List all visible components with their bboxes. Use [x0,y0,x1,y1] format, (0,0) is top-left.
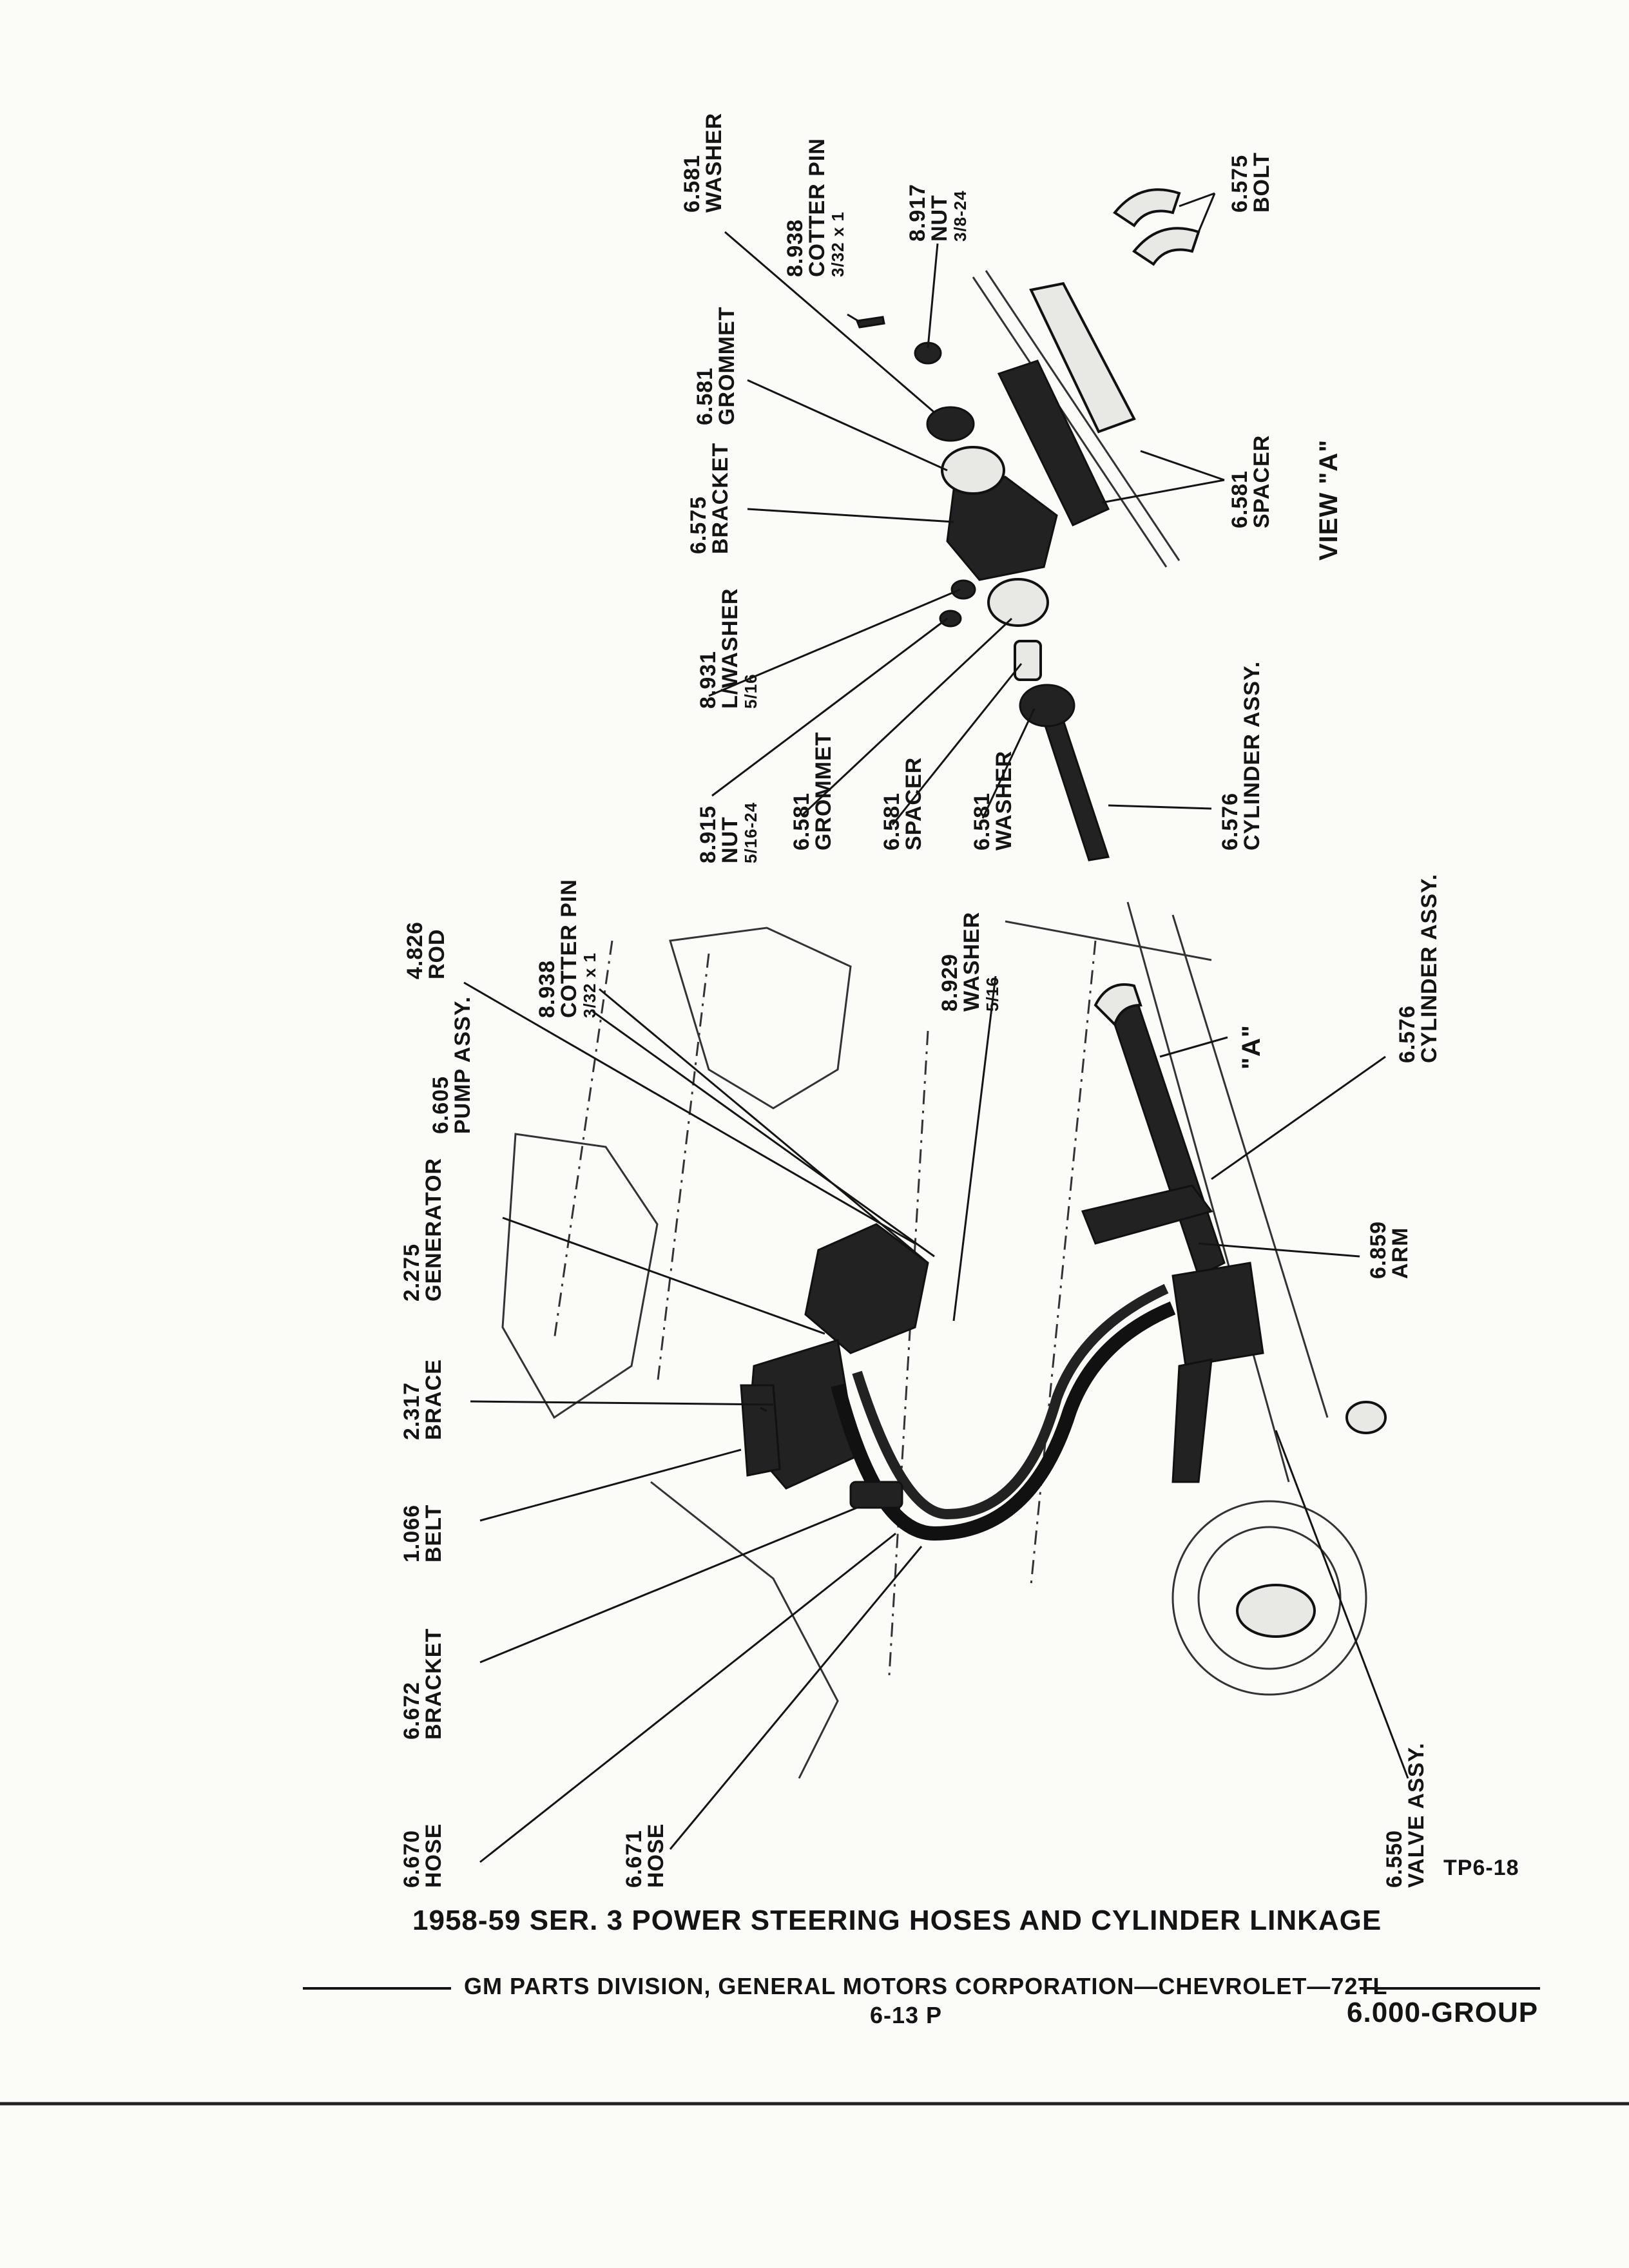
label-brace-name: BRACE [421,1359,446,1440]
view-a-callout: "A" [1237,1024,1266,1070]
lwasher-part [950,579,976,600]
label-nut516-num: 8.915 [696,805,720,863]
spacer-sleeve-part [1029,282,1136,434]
label-cyl-main-num: 6.576 [1395,1005,1420,1063]
label-washer-top-num: 6.581 [680,155,704,213]
label-bracket-view-name: BRACKET [708,443,733,554]
label-grommet-top-name: GROMMET [715,306,739,425]
washer-lower-part [1019,684,1075,727]
label-grommet-low-name: GROMMET [811,731,836,850]
label-spacer-low-name: SPACER [901,757,926,850]
hose-return-path [852,1283,1169,1520]
label-valve-name: VALVE ASSY. [1404,1742,1429,1888]
arm-part [1081,1184,1213,1245]
label-washer-low-name: WASHER [992,751,1016,850]
label-bolt-num: 6.575 [1228,155,1252,213]
grommet-upper-part [941,446,1005,495]
label-lwasher-size: 5/16 [741,673,760,709]
label-spacer-view-num: 6.581 [1228,470,1252,528]
label-arm-num: 6.859 [1366,1221,1391,1279]
spacer-tube-part [997,360,1110,526]
label-cotter-top-size: 3/32 x 1 [828,211,847,277]
label-nut516-size: 5/16-24 [741,802,760,863]
label-hose671-num: 6.671 [622,1830,646,1888]
washer-upper-part [926,406,975,442]
brace-part [740,1384,781,1477]
label-cyl-view-name: CYLINDER ASSY. [1240,661,1264,850]
label-belt-num: 1.066 [400,1504,424,1562]
label-rod-name: ROD [425,928,449,979]
label-cotter-top-name: COTTER PIN [805,138,829,277]
label-nut-top-name: NUT [927,195,952,242]
label-cotter-top-num: 8.938 [783,219,807,277]
cylinder-rod-part [1042,719,1110,861]
footer-group: 6.000-GROUP [1347,1997,1538,2028]
u-bolt-part [1113,188,1181,227]
label-bracket-view-num: 6.575 [686,496,711,554]
label-spacer-low-num: 6.581 [880,793,904,850]
label-spacer-view-name: SPACER [1249,435,1274,528]
label-washer-main-size: 5/16 [983,976,1002,1012]
engine-assembly [463,901,1409,1863]
label-washer-top-name: WASHER [702,113,726,213]
fitting-part [1345,1401,1387,1434]
label-grommet-top-num: 6.581 [693,367,717,425]
pump-body [804,1223,929,1354]
label-nut516-name: NUT [718,816,742,863]
label-washer-low-num: 6.581 [970,793,994,850]
label-rod-num: 4.826 [403,921,427,979]
label-nut-top-size: 3/8-24 [950,190,970,242]
label-arm-name: ARM [1388,1227,1412,1279]
label-belt-name: BELT [421,1504,446,1562]
valve-body [1171,1262,1264,1367]
label-cotter-main-size: 3/32 x 1 [580,952,599,1018]
label-pump-name: PUMP ASSY. [450,996,475,1134]
view-a-title: VIEW "A" [1315,439,1343,561]
label-nut-top-num: 8.917 [905,184,930,242]
label-cyl-view-num: 6.576 [1218,793,1242,850]
cotter-pin-upper-part [855,316,885,329]
view-a-marker-part [1094,983,1142,1027]
view-a-assembly [708,188,1225,861]
label-cotter-main-num: 8.938 [535,960,559,1018]
label-hose671-name: HOSE [644,1823,668,1888]
label-brace-num: 2.317 [400,1382,424,1440]
label-generator-name: GENERATOR [421,1158,446,1302]
hose-bracket-part [849,1481,903,1509]
label-lwasher-num: 8.931 [696,651,720,709]
label-washer-main-name: WASHER [959,912,984,1012]
label-hose670-num: 6.670 [400,1830,424,1888]
wheel-hub [1171,1500,1367,1696]
label-valve-num: 6.550 [1382,1830,1407,1888]
label-lwasher-name: L/WASHER [718,588,742,709]
label-bolt-name: BOLT [1249,152,1274,213]
footer-page: 6-13 P [870,2002,942,2028]
grommet-lower-part [987,578,1049,627]
label-bracket-main-num: 6.672 [400,1682,424,1740]
bracket-part [946,476,1058,581]
nut-lower-part [939,610,962,628]
label-hose670-name: HOSE [421,1823,446,1888]
figure-id: TP6-18 [1443,1856,1519,1880]
footer-publisher: GM PARTS DIVISION, GENERAL MOTORS CORPOR… [464,1973,1387,1999]
label-washer-main-num: 8.929 [938,954,962,1012]
label-generator-num: 2.275 [400,1244,424,1302]
label-bracket-main-name: BRACKET [421,1628,446,1740]
spacer-lower-part [1014,640,1042,681]
page-title: 1958-59 SER. 3 POWER STEERING HOSES AND … [412,1905,1382,1936]
label-pump-num: 6.605 [429,1076,453,1134]
label-cyl-main-name: CYLINDER ASSY. [1417,874,1441,1063]
label-grommet-low-num: 6.581 [789,793,814,850]
label-cotter-main-name: COTTER PIN [557,879,581,1018]
